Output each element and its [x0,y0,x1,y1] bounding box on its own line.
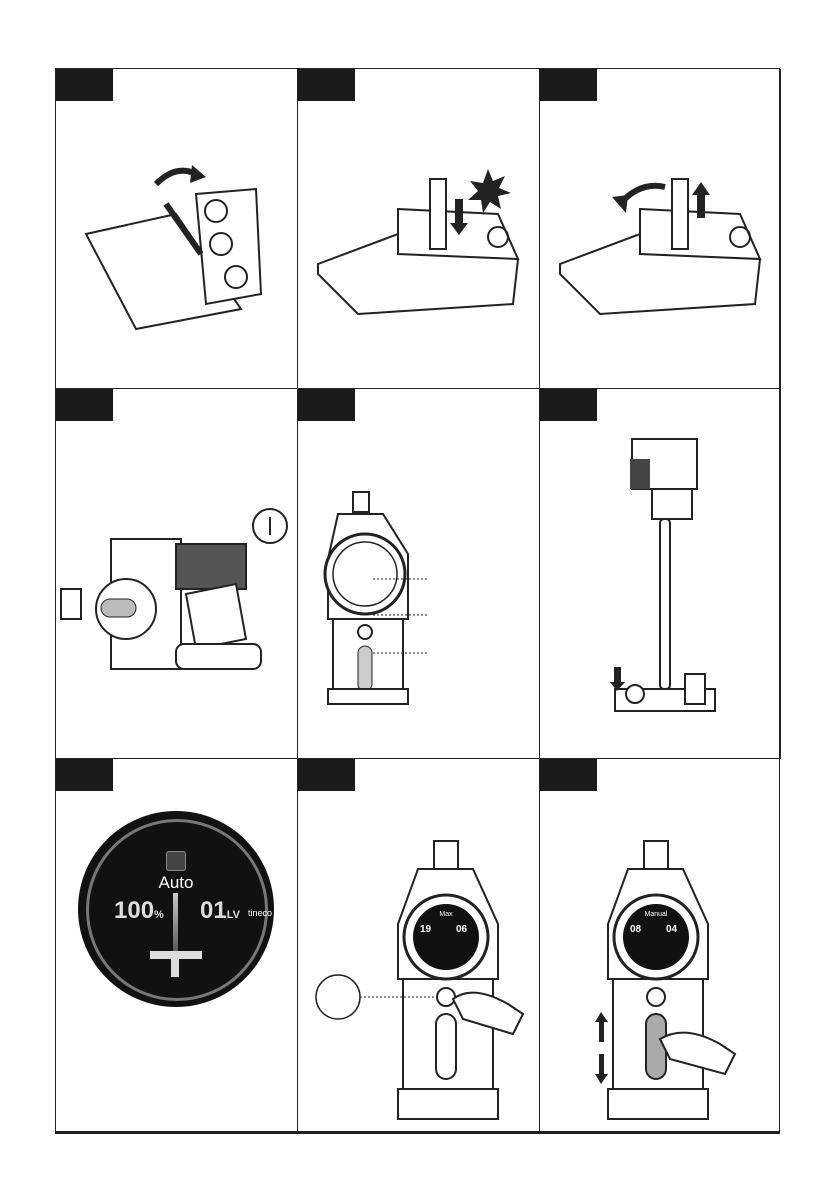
vacuum-on-stand-illustration [610,438,716,712]
up-arrow-icon [697,194,705,218]
rotate-arrow-icon [153,167,198,187]
panel-2 [298,69,540,389]
finger-graphic [658,1031,737,1076]
step-tab [540,69,597,101]
step-tab [298,69,355,101]
mode-button-illustration [315,840,525,1120]
panel-8: Max 19 06 [298,759,540,1134]
screen-mode: Max [439,911,453,918]
bottom-rule [55,1131,780,1134]
screen-left-value: 08 [630,924,642,935]
panel-7: Auto 100% 01LV tineco [56,759,298,1134]
handheld-callout-illustration [323,491,428,705]
step-tab [56,759,113,791]
step-tab [56,389,113,421]
suction-slider-illustration [595,840,737,1120]
mode-icon [166,851,186,871]
power-button-illustration [60,508,288,670]
panel-4 [56,389,298,759]
brush-head-graphic [150,951,202,959]
panel-3 [540,69,781,389]
stand-click-illustration [317,169,520,316]
button-zoom-icon [315,974,361,1020]
level-value: 01LV [200,897,240,924]
step-tab [540,759,597,791]
panel-5 [298,389,540,759]
brand-logo: tineco [248,908,273,918]
down-arrow-icon [614,667,621,683]
down-arrow-icon [599,1054,604,1074]
battery-value: 100% [114,897,164,924]
screen-mode: Manual [644,911,668,918]
stand-release-illustration [559,178,762,316]
step-tab [298,389,355,421]
finger-graphic [451,991,525,1036]
display-screen: Auto 100% 01LV tineco [78,811,274,1007]
panel-1 [56,69,298,389]
screen-right-value: 06 [456,924,468,935]
panel-6 [540,389,781,759]
screen-left-value: 19 [420,924,432,935]
step-tab [56,69,113,101]
down-arrow-icon [455,199,463,223]
click-burst-icon [468,169,511,213]
step-tab [298,759,355,791]
instruction-grid: Auto 100% 01LV tineco Max 19 06 [55,68,781,1134]
stand-fold-illustration [84,165,263,331]
panel-9: Manual 08 04 [540,759,781,1134]
up-arrow-icon [599,1022,604,1042]
step-tab [540,389,597,421]
screen-right-value: 04 [666,924,678,935]
mode-label: Auto [158,873,194,892]
